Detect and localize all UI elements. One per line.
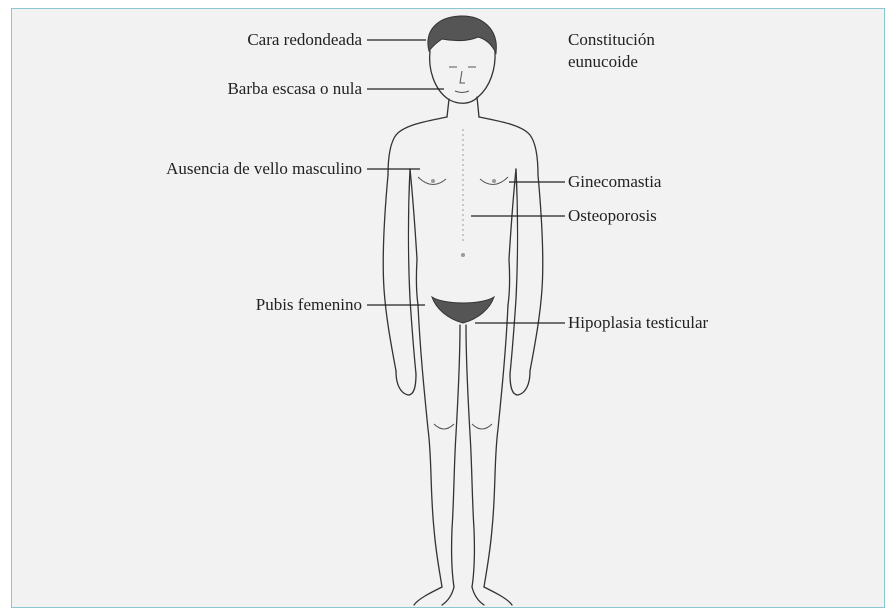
nipple-right bbox=[492, 179, 496, 183]
label-female-pubis: Pubis femenino bbox=[256, 295, 362, 315]
label-round-face: Cara redondeada bbox=[247, 30, 362, 50]
foot-left bbox=[414, 587, 454, 605]
knee-right bbox=[472, 424, 492, 429]
leg-right-outer bbox=[484, 305, 508, 587]
leg-left-inner bbox=[452, 325, 460, 587]
hand-left bbox=[396, 371, 416, 395]
pubic-hair bbox=[432, 297, 494, 323]
leader-lines bbox=[367, 40, 565, 323]
label-eunuchoid-build-line1: Constitución bbox=[568, 30, 655, 50]
mouth bbox=[455, 91, 469, 93]
head bbox=[430, 51, 495, 103]
arm-left bbox=[383, 169, 416, 374]
label-gynecomastia: Ginecomastia bbox=[568, 172, 661, 192]
label-eunuchoid-build-line2: eunucoide bbox=[568, 52, 638, 72]
foot-right bbox=[472, 587, 512, 605]
leg-right-inner bbox=[466, 325, 474, 587]
label-osteoporosis: Osteoporosis bbox=[568, 206, 657, 226]
body-outline bbox=[383, 16, 543, 605]
torso-left bbox=[388, 117, 447, 175]
nose bbox=[460, 71, 465, 83]
figure-frame: Cara redondeada Barba escasa o nula Ause… bbox=[11, 8, 885, 608]
torso-right bbox=[479, 117, 538, 175]
label-scant-beard: Barba escasa o nula bbox=[227, 79, 362, 99]
label-no-male-hair: Ausencia de vello masculino bbox=[166, 159, 362, 179]
label-testicular-hypoplasia: Hipoplasia testicular bbox=[568, 313, 708, 333]
male-body-illustration bbox=[12, 9, 885, 608]
waist-right bbox=[508, 169, 516, 305]
arm-right bbox=[510, 169, 543, 374]
navel bbox=[461, 253, 465, 257]
knee-left bbox=[434, 424, 454, 429]
hand-right bbox=[510, 371, 530, 395]
leg-left-outer bbox=[418, 305, 442, 587]
nipple-left bbox=[431, 179, 435, 183]
hair bbox=[428, 16, 496, 53]
waist-left bbox=[410, 169, 418, 305]
